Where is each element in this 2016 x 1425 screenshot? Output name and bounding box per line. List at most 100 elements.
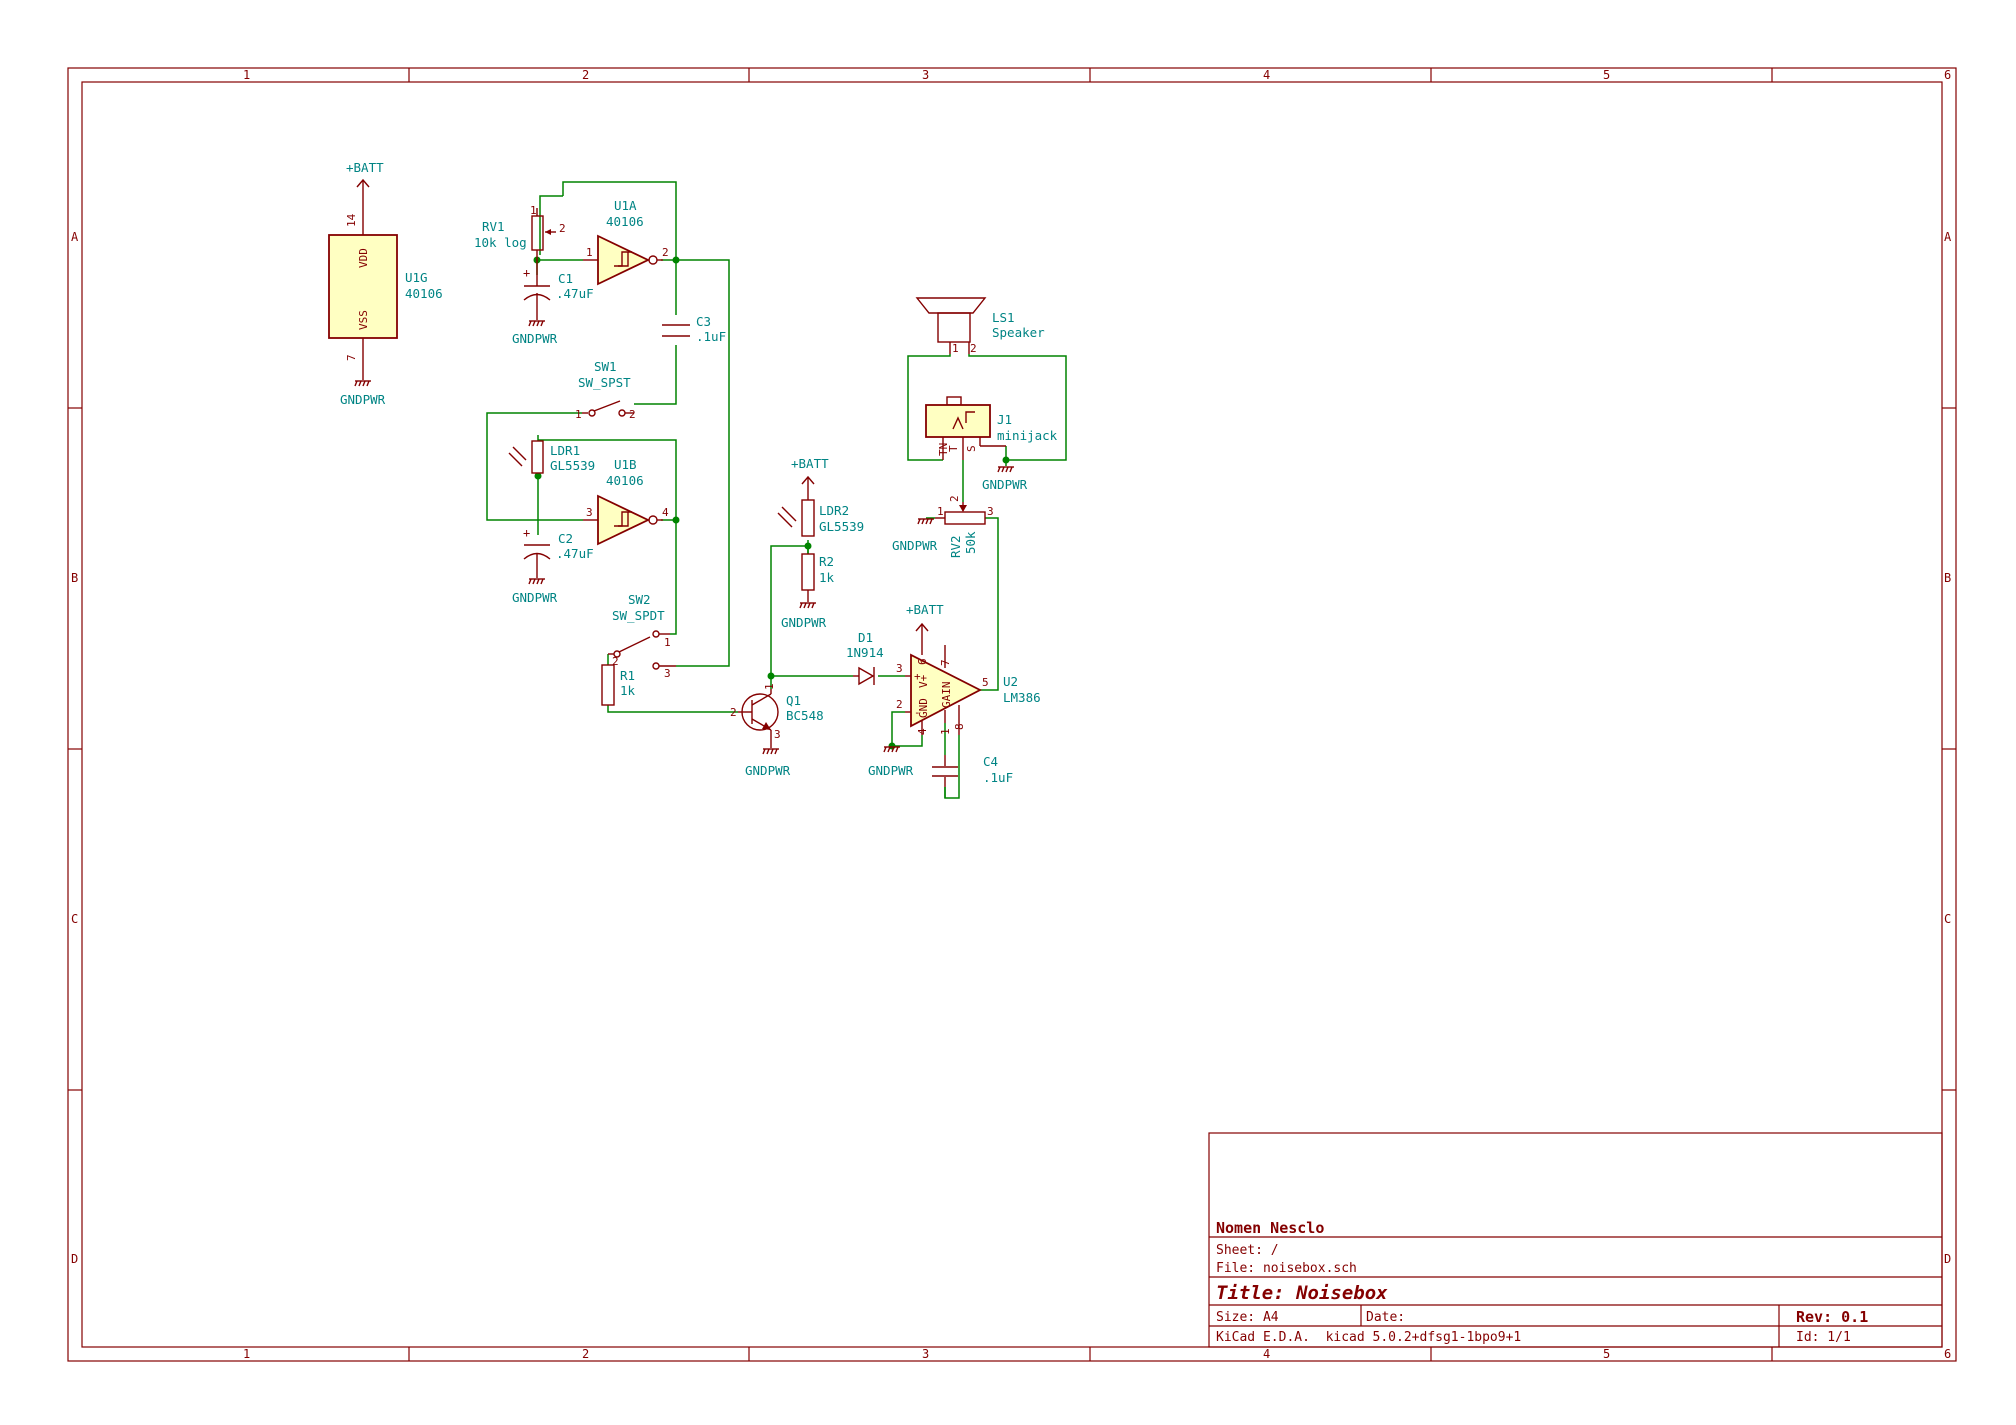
rv2-pin3: 3: [987, 505, 994, 518]
u1g-power-unit[interactable]: +BATT 14 VDD VSS U1G 40106 7 GNDPWR: [328, 160, 443, 407]
c1-capacitor[interactable]: + C1 .47uF GNDPWR: [512, 260, 594, 346]
sw1-switch[interactable]: 1 2 SW1 SW_SPST: [575, 359, 636, 421]
ls1-ref: LS1: [992, 310, 1015, 325]
r1-ref: R1: [620, 668, 635, 683]
rv2-potentiometer[interactable]: 1 2 3 RV2 50k GNDPWR: [892, 495, 994, 558]
sw1-pin1: 1: [575, 408, 582, 421]
gnd-label-u1g: GNDPWR: [340, 392, 386, 407]
d1-value: 1N914: [846, 645, 884, 660]
u2-amplifier[interactable]: +BATT + - 3 2 6 7 4 1 8 5 GND V+ GAIN U2…: [868, 602, 1041, 778]
q1-pin3: 3: [774, 728, 781, 741]
pin-14: 14: [345, 213, 358, 227]
row-label-left: B: [71, 571, 78, 585]
u2-pin1: 1: [939, 728, 952, 735]
sw2-pin2: 2: [612, 655, 619, 668]
u2-value: LM386: [1003, 690, 1041, 705]
q1-transistor[interactable]: 1 2 3 Q1 BC548 GNDPWR: [730, 683, 824, 778]
u1a-value: 40106: [606, 214, 644, 229]
r2-ref: R2: [819, 554, 834, 569]
ldr1-ref: LDR1: [550, 443, 580, 458]
u1g-vdd-label: VDD: [357, 248, 370, 268]
j1-minijack[interactable]: TN T S J1 minijack GNDPWR: [925, 396, 1058, 492]
u2-minus: -: [914, 706, 921, 719]
col-label-bottom: 4: [1263, 1347, 1270, 1361]
r2-resistor[interactable]: R2 1k GNDPWR: [781, 553, 835, 630]
rv2-value: 50k: [963, 531, 978, 554]
row-label-right: A: [1944, 230, 1952, 244]
u2-pin3: 3: [896, 662, 903, 675]
tb-title: Title: Noisebox: [1216, 1282, 1388, 1304]
u1a-inverter[interactable]: 1 2 U1A 40106: [583, 198, 669, 286]
u1b-inverter[interactable]: 3 4 U1B 40106: [583, 457, 669, 546]
r2-value: 1k: [819, 570, 835, 585]
col-label-bottom: 5: [1603, 1347, 1610, 1361]
ldr2-value: GL5539: [819, 519, 864, 534]
col-label-bottom: 1: [243, 1347, 250, 1361]
q1-ref: Q1: [786, 693, 801, 708]
ls1-pin2: 2: [970, 342, 977, 355]
tb-file: File: noisebox.sch: [1216, 1261, 1357, 1276]
col-label-bottom: 6: [1944, 1347, 1951, 1361]
u1g-vss-label: VSS: [357, 310, 370, 330]
col-label-bottom: 3: [922, 1347, 929, 1361]
j1-pin-s: S: [965, 445, 978, 452]
rv1-pin1: 1: [530, 204, 537, 217]
sw2-ref: SW2: [628, 592, 651, 607]
row-label-right: D: [1944, 1252, 1951, 1266]
u2-pin6: 6: [916, 658, 929, 665]
gnd-label-rv2: GNDPWR: [892, 538, 938, 553]
u2-gnd-label: GND: [917, 698, 930, 718]
c2-ref: C2: [558, 531, 573, 546]
u2-gain-label: GAIN: [940, 682, 953, 709]
sw1-value: SW_SPST: [578, 375, 631, 390]
c3-capacitor[interactable]: C3 .1uF: [662, 314, 726, 344]
rv2-ref: RV2: [948, 535, 963, 558]
svg-text:+: +: [523, 266, 530, 280]
ldr1-value: GL5539: [550, 458, 595, 473]
ldr1-photoresistor[interactable]: LDR1 GL5539: [508, 440, 595, 474]
row-label-right: C: [1944, 912, 1951, 926]
j1-value: minijack: [997, 428, 1058, 443]
u1b-pin-in: 3: [586, 506, 593, 519]
gnd-label-q1: GNDPWR: [745, 763, 791, 778]
tb-tool: KiCad E.D.A. kicad 5.0.2+dfsg1-1bpo9+1: [1216, 1330, 1521, 1345]
junction-dots: [533, 256, 1010, 750]
sw1-ref: SW1: [594, 359, 617, 374]
ls1-speaker[interactable]: 1 2 LS1 Speaker: [915, 297, 1045, 355]
u2-plus: +: [914, 670, 921, 683]
batt-label-u2: +BATT: [906, 602, 944, 617]
u1a-pin-out: 2: [662, 246, 669, 259]
rv1-ref: RV1: [482, 219, 505, 234]
c2-capacitor[interactable]: + C2 .47uF GNDPWR: [512, 526, 594, 605]
tb-sheet: Sheet: /: [1216, 1243, 1279, 1258]
u1a-ref: U1A: [614, 198, 637, 213]
tb-rev: Rev: 0.1: [1796, 1308, 1868, 1326]
sw2-value: SW_SPDT: [612, 608, 665, 623]
c4-value: .1uF: [983, 770, 1013, 785]
j1-pin-tn: TN: [937, 443, 950, 456]
d1-ref: D1: [858, 630, 873, 645]
rv1-potentiometer[interactable]: 1 2 RV1 10k log: [474, 204, 566, 260]
sw2-pin1: 1: [664, 636, 671, 649]
r1-resistor[interactable]: R1 1k: [601, 664, 636, 706]
rv1-value: 10k log: [474, 235, 527, 250]
u1a-pin-in: 1: [586, 246, 593, 259]
col-label-top: 1: [243, 68, 250, 82]
c4-capacitor[interactable]: C4 .1uF: [932, 754, 1013, 787]
row-label-left: D: [71, 1252, 78, 1266]
u2-pin4: 4: [916, 728, 929, 735]
ldr2-photoresistor[interactable]: +BATT LDR2 GL5539: [777, 456, 864, 537]
d1-diode[interactable]: D1 1N914: [846, 630, 884, 686]
col-label-bottom: 2: [582, 1347, 589, 1361]
gnd-label-c2: GNDPWR: [512, 590, 558, 605]
gnd-label-j1: GNDPWR: [982, 477, 1028, 492]
u1g-value: 40106: [405, 286, 443, 301]
col-label-top: 5: [1603, 68, 1610, 82]
row-label-left: A: [71, 230, 79, 244]
row-label-left: C: [71, 912, 78, 926]
u2-ref: U2: [1003, 674, 1018, 689]
sw2-pin3: 3: [664, 667, 671, 680]
q1-pin2: 2: [730, 706, 737, 719]
sw2-switch[interactable]: 2 1 3 SW2 SW_SPDT: [608, 592, 676, 680]
wires: [486, 181, 1067, 799]
